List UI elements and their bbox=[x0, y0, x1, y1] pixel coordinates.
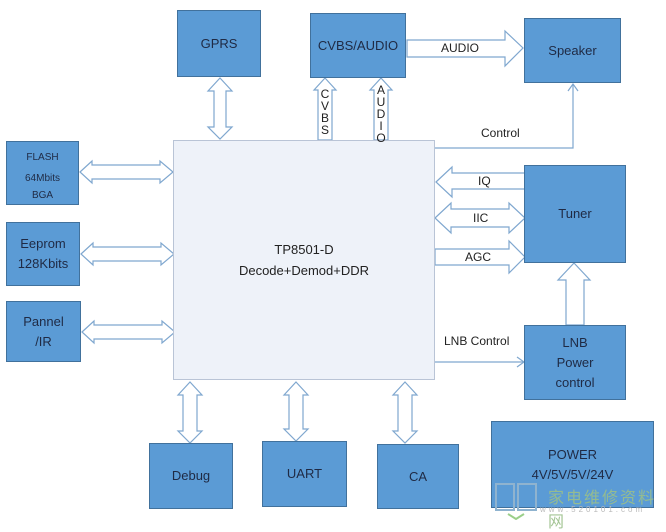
power-label-1: POWER bbox=[547, 446, 598, 462]
watermark-url: www.520101.com bbox=[540, 505, 646, 514]
label-audio-vertical: AUDIO bbox=[376, 83, 386, 145]
arrow-agc bbox=[434, 239, 526, 275]
label-control: Control bbox=[481, 126, 520, 140]
chip-function: Decode+Demod+DDR bbox=[238, 263, 370, 278]
arrow-audio-speaker bbox=[406, 29, 524, 68]
block-eeprom: Eeprom 128Kbits bbox=[6, 222, 80, 286]
flash-label-3: BGA bbox=[31, 190, 54, 199]
block-pannel-ir: Pannel /IR bbox=[6, 301, 81, 362]
line-control bbox=[435, 84, 574, 149]
eeprom-label-2: 128Kbits bbox=[17, 256, 69, 271]
eeprom-label-1: Eeprom bbox=[20, 236, 66, 251]
flash-label-2: 64Mbits bbox=[24, 173, 60, 184]
lnb-label-1: LNB bbox=[562, 334, 588, 350]
label-iic: IIC bbox=[473, 211, 489, 225]
block-gprs: GPRS bbox=[177, 10, 261, 77]
block-gprs-label: GPRS bbox=[200, 35, 238, 51]
block-uart: UART bbox=[262, 441, 347, 507]
block-flash: FLASH 64Mbits BGA bbox=[6, 141, 79, 205]
arrow-lnb-tuner bbox=[556, 262, 592, 326]
arrow-ca-chip bbox=[391, 381, 419, 444]
pannel-label-2: /IR bbox=[35, 333, 52, 349]
block-ca-label: CA bbox=[408, 468, 428, 484]
arrowhead-control bbox=[567, 82, 579, 92]
arrow-pannel-chip bbox=[81, 319, 176, 345]
lnb-label-3: control bbox=[555, 374, 595, 390]
chip-model: TP8501-D bbox=[274, 242, 334, 257]
lnb-label-2: Power bbox=[556, 354, 594, 370]
label-agc: AGC bbox=[465, 250, 492, 264]
block-speaker: Speaker bbox=[524, 18, 621, 83]
block-ca: CA bbox=[377, 444, 459, 509]
power-label-2: 4V/5V/5V/24V bbox=[531, 466, 614, 482]
book-logo-icon bbox=[495, 483, 537, 520]
arrow-flash-chip bbox=[79, 159, 174, 185]
flash-label-1: FLASH bbox=[26, 152, 59, 163]
block-tuner: Tuner bbox=[524, 165, 626, 263]
arrow-eeprom-chip bbox=[80, 241, 175, 267]
arrow-gprs-chip bbox=[206, 77, 234, 140]
pannel-label-1: Pannel bbox=[23, 313, 64, 329]
block-speaker-label: Speaker bbox=[548, 42, 597, 58]
label-cvbs: CVBS bbox=[320, 87, 330, 137]
arrow-debug-chip bbox=[176, 381, 204, 444]
label-iq: IQ bbox=[478, 174, 491, 188]
main-chip-tp8501: TP8501-D Decode+Demod+DDR bbox=[173, 140, 435, 380]
block-uart-label: UART bbox=[286, 466, 323, 481]
block-cvbs-audio-label: CVBS/AUDIO bbox=[317, 37, 399, 53]
block-debug-label: Debug bbox=[171, 468, 211, 483]
block-tuner-label: Tuner bbox=[558, 206, 592, 221]
block-debug: Debug bbox=[149, 443, 233, 509]
arrow-uart-chip bbox=[282, 381, 310, 442]
block-lnb-power-control: LNB Power control bbox=[524, 325, 626, 400]
label-lnb-control: LNB Control bbox=[444, 334, 510, 348]
block-cvbs-audio: CVBS/AUDIO bbox=[310, 13, 406, 78]
label-audio-out: AUDIO bbox=[441, 41, 480, 55]
